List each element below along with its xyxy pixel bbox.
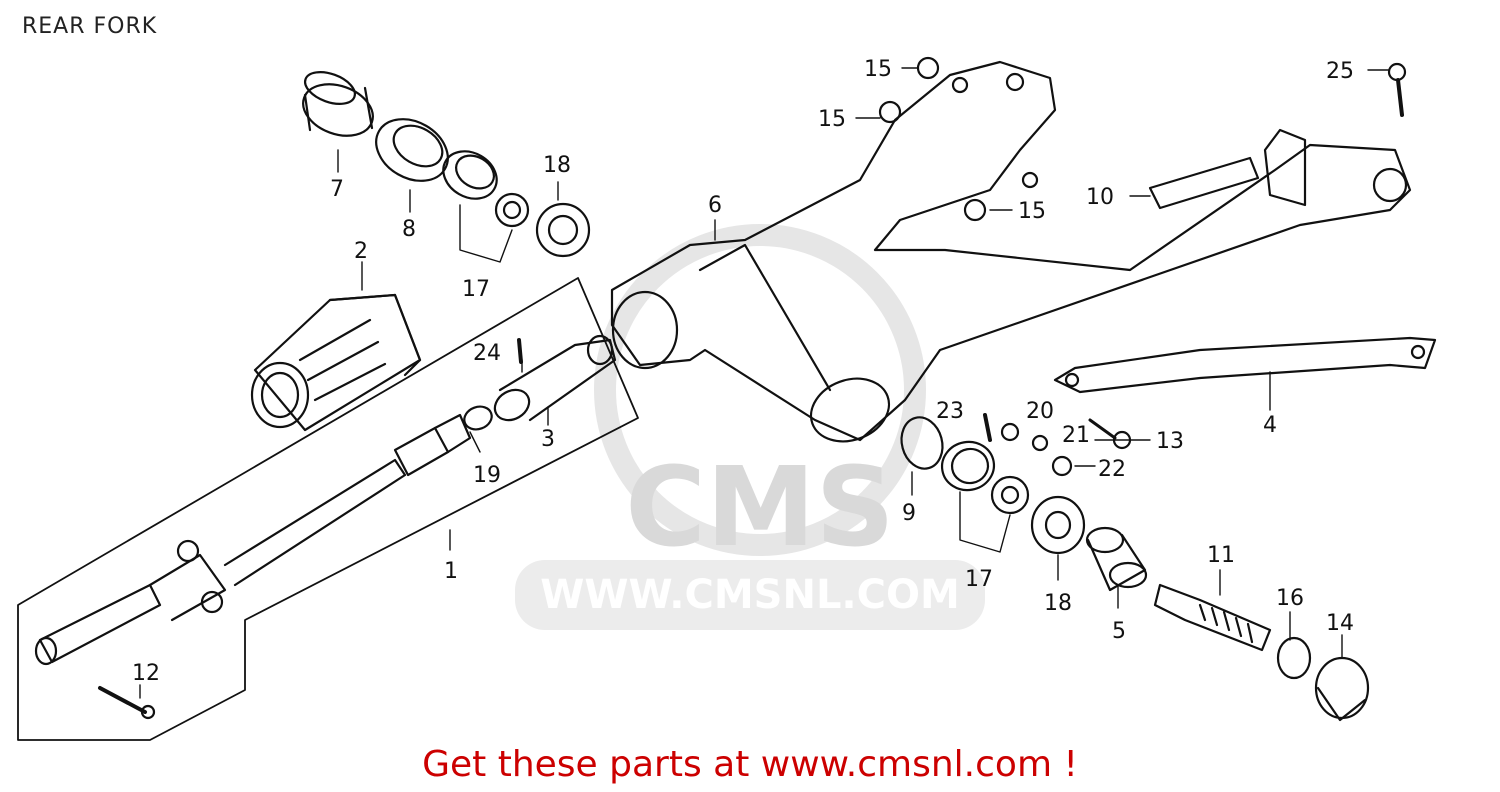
bolt-20: [1000, 422, 1020, 442]
watermark: CMS WWW.CMSNL.COM: [515, 224, 985, 630]
callout-labels: 7 8 17 18 2 24 3 19 1 12 6 15 15 15 10 2…: [132, 57, 1354, 686]
watermark-ring: [594, 224, 926, 556]
torque-arm-4: [1053, 336, 1437, 394]
callout-16: 16: [1276, 586, 1304, 611]
collar-5: [1085, 526, 1148, 592]
callout-10: 10: [1086, 185, 1114, 210]
callout-17-lower: 17: [965, 567, 993, 592]
callout-14: 14: [1326, 611, 1354, 636]
callout-15-c: 15: [1018, 199, 1046, 224]
callout-4: 4: [1263, 413, 1277, 438]
callout-3: 3: [541, 427, 555, 452]
watermark-url: WWW.CMSNL.COM: [540, 572, 960, 618]
cap-14: [1314, 656, 1370, 722]
bearing-upper: [535, 202, 591, 258]
shaft-group-outline: [17, 277, 639, 741]
pin-23: [983, 413, 992, 442]
oil-seal-7: [302, 71, 374, 137]
nut-15-a: [916, 56, 940, 80]
bolt-25-head: [1387, 62, 1407, 82]
bolt-13: [1088, 418, 1117, 440]
callout-24: 24: [473, 341, 501, 366]
callout-22: 22: [1098, 457, 1126, 482]
pin-12-head: [140, 704, 156, 720]
callout-17-upper: 17: [462, 277, 490, 302]
joint-3: [493, 334, 617, 422]
plate-10: [1148, 156, 1260, 210]
callout-18-lower: 18: [1044, 591, 1072, 616]
washer-9: [900, 416, 944, 470]
nut-15-c: [963, 198, 987, 222]
callout-15-a: 15: [864, 57, 892, 82]
pin-24: [517, 338, 523, 364]
callout-20: 20: [1026, 399, 1054, 424]
callout-1: 1: [444, 559, 458, 584]
bearing-race-upper: [442, 150, 530, 228]
pin-12: [98, 686, 147, 714]
pivot-bolt-11: [1153, 583, 1272, 652]
o-ring-19: [463, 405, 493, 431]
callout-6: 6: [708, 193, 722, 218]
callout-7: 7: [330, 177, 344, 202]
bearing-lower: [1030, 495, 1086, 555]
callout-9: 9: [902, 501, 916, 526]
callout-21: 21: [1062, 423, 1090, 448]
footer-link[interactable]: Get these parts at www.cmsnl.com !: [422, 744, 1078, 785]
callout-25: 25: [1326, 59, 1354, 84]
callout-12: 12: [132, 661, 160, 686]
callout-2: 2: [354, 239, 368, 264]
callout-23: 23: [936, 399, 964, 424]
leader-lines: [139, 67, 1389, 699]
nut-15-b: [878, 100, 902, 124]
callout-5: 5: [1112, 619, 1126, 644]
watermark-logo: CMS: [625, 443, 894, 571]
callout-19: 19: [473, 463, 501, 488]
drive-shaft: [34, 413, 472, 666]
washer-21: [1031, 434, 1049, 452]
bolt-25: [1396, 78, 1404, 117]
callout-15-b: 15: [818, 107, 846, 132]
nut-22: [1051, 455, 1073, 477]
watermark-url-bg: [515, 560, 985, 630]
swingarm: [610, 60, 1412, 443]
callout-13: 13: [1156, 429, 1184, 454]
callout-18-upper: 18: [543, 153, 571, 178]
callout-8: 8: [402, 217, 416, 242]
boot: [250, 293, 422, 432]
page-title: REAR FORK: [22, 14, 158, 39]
bearing-race-lower: [940, 440, 1030, 515]
callout-11: 11: [1207, 543, 1235, 568]
nut-16: [1276, 636, 1312, 680]
seal-8: [375, 118, 449, 182]
